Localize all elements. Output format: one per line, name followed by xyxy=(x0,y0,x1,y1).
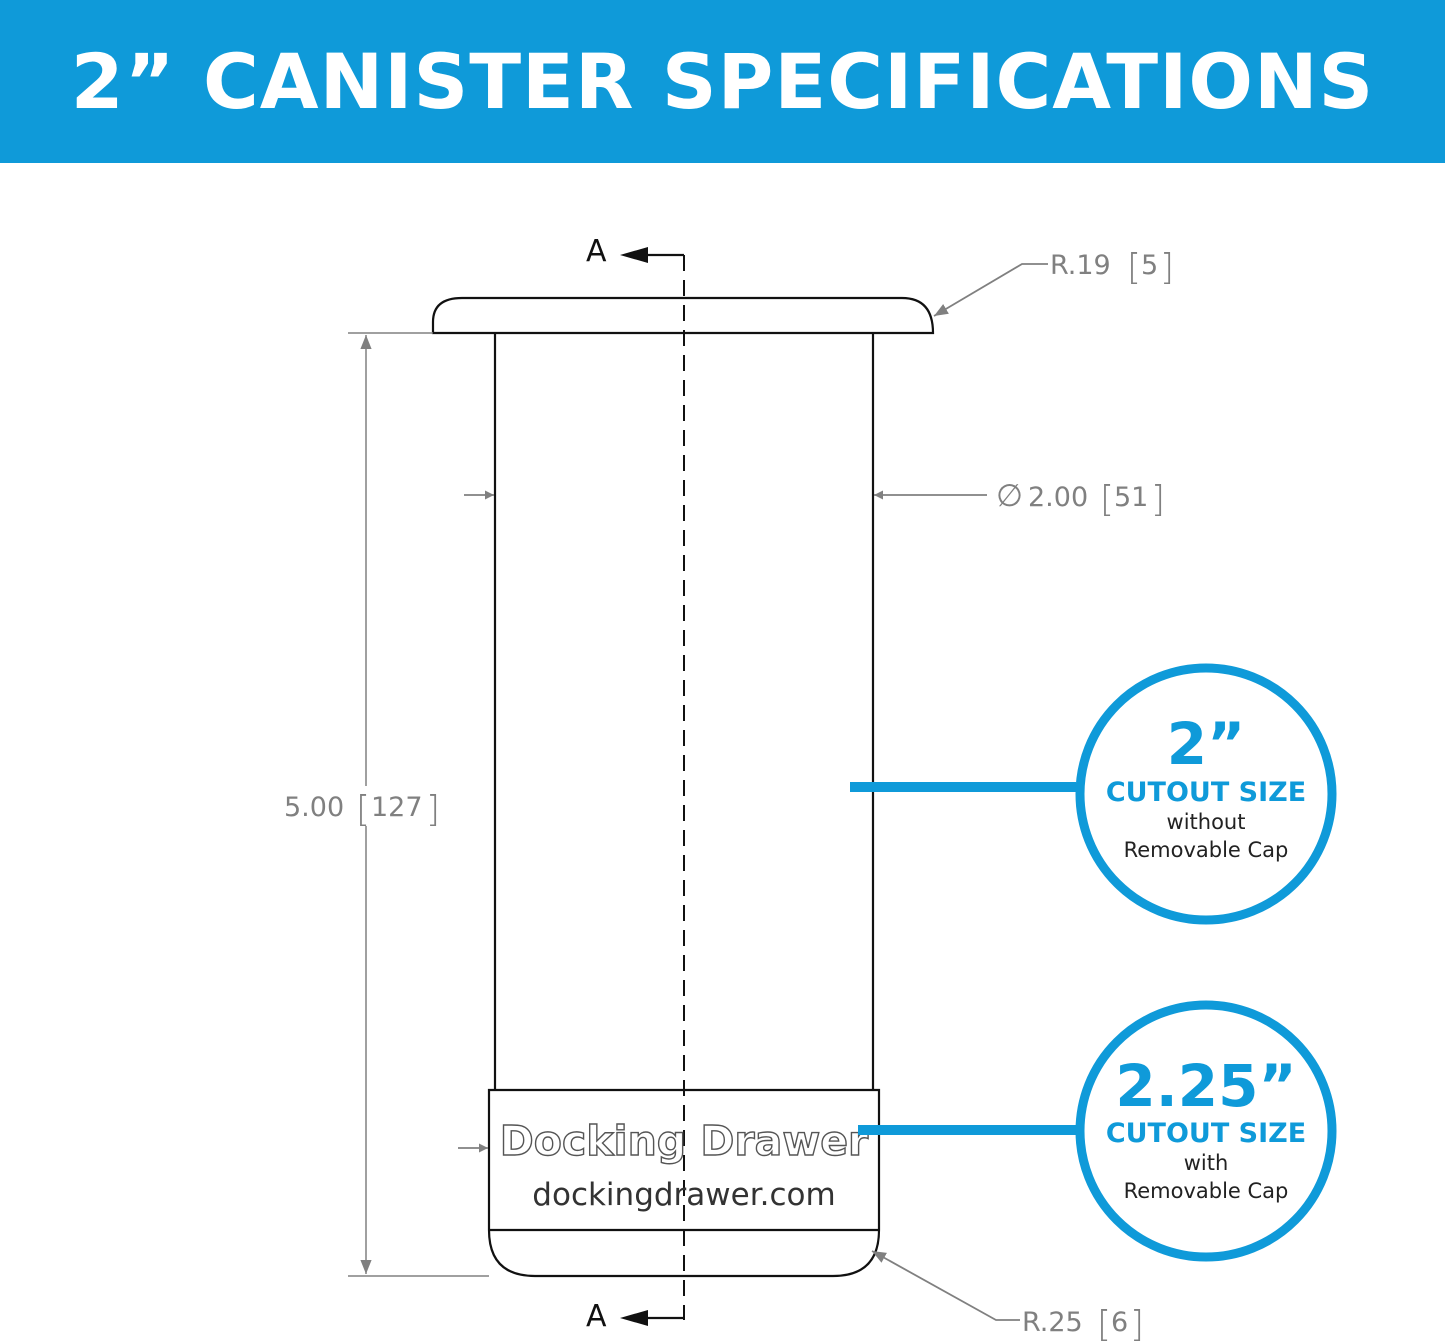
svg-text:[: [ xyxy=(1127,247,1141,288)
bottom-radius-callout: R.25 [ 6 ] xyxy=(871,1250,1144,1343)
svg-text:[: [ xyxy=(356,789,370,830)
height-value: 5.00 xyxy=(284,792,344,823)
section-line: A A xyxy=(586,234,685,1334)
height-mm: 127 xyxy=(371,792,423,823)
svg-text:]: ] xyxy=(426,789,440,830)
height-dimension: 5.00 [ 127 ] xyxy=(284,332,489,1277)
badge-2-heading: CUTOUT SIZE xyxy=(1106,1118,1306,1149)
brand-watermark: Docking Drawer dockingdrawer.com xyxy=(499,1116,870,1213)
badge-1-line1: without xyxy=(1167,810,1246,834)
header-banner: 2” CANISTER SPECIFICATIONS xyxy=(0,0,1445,163)
badge-2-line1: with xyxy=(1184,1151,1229,1175)
top-radius-value: R.19 xyxy=(1050,250,1111,281)
section-marker-bottom: A xyxy=(586,1299,607,1334)
svg-text:]: ] xyxy=(1151,479,1165,520)
section-marker-top: A xyxy=(586,234,607,269)
badge-1-size: 2” xyxy=(1167,710,1245,778)
page-title: 2” CANISTER SPECIFICATIONS xyxy=(70,37,1375,126)
section-arrow-top xyxy=(620,247,648,263)
badge-1-heading: CUTOUT SIZE xyxy=(1106,777,1306,808)
cutout-badge-with-cap: 2.25” CUTOUT SIZE with Removable Cap xyxy=(858,1000,1337,1262)
watermark-url: dockingdrawer.com xyxy=(532,1177,835,1213)
bottom-radius-value: R.25 xyxy=(1022,1307,1083,1338)
top-radius-mm: 5 xyxy=(1141,250,1158,281)
badge-1-line2: Removable Cap xyxy=(1124,838,1289,862)
badge-2-line2: Removable Cap xyxy=(1124,1179,1289,1203)
badge-2-size: 2.25” xyxy=(1115,1052,1296,1120)
diameter-mm: 51 xyxy=(1114,482,1148,513)
svg-text:]: ] xyxy=(1160,247,1174,288)
watermark-brand: Docking Drawer xyxy=(500,1117,869,1165)
bottom-radius-mm: 6 xyxy=(1111,1307,1128,1338)
svg-text:]: ] xyxy=(1130,1304,1144,1343)
cutout-badge-without-cap: 2” CUTOUT SIZE without Removable Cap xyxy=(850,663,1337,925)
diameter-callout: ∅ 2.00 [ 51 ] xyxy=(464,478,1165,520)
svg-text:[: [ xyxy=(1100,479,1114,520)
diameter-symbol: ∅ xyxy=(996,478,1023,514)
diameter-value: 2.00 xyxy=(1028,482,1088,513)
top-radius-callout: R.19 [ 5 ] xyxy=(933,247,1174,317)
section-arrow-bottom xyxy=(620,1310,648,1326)
svg-text:[: [ xyxy=(1097,1304,1111,1343)
